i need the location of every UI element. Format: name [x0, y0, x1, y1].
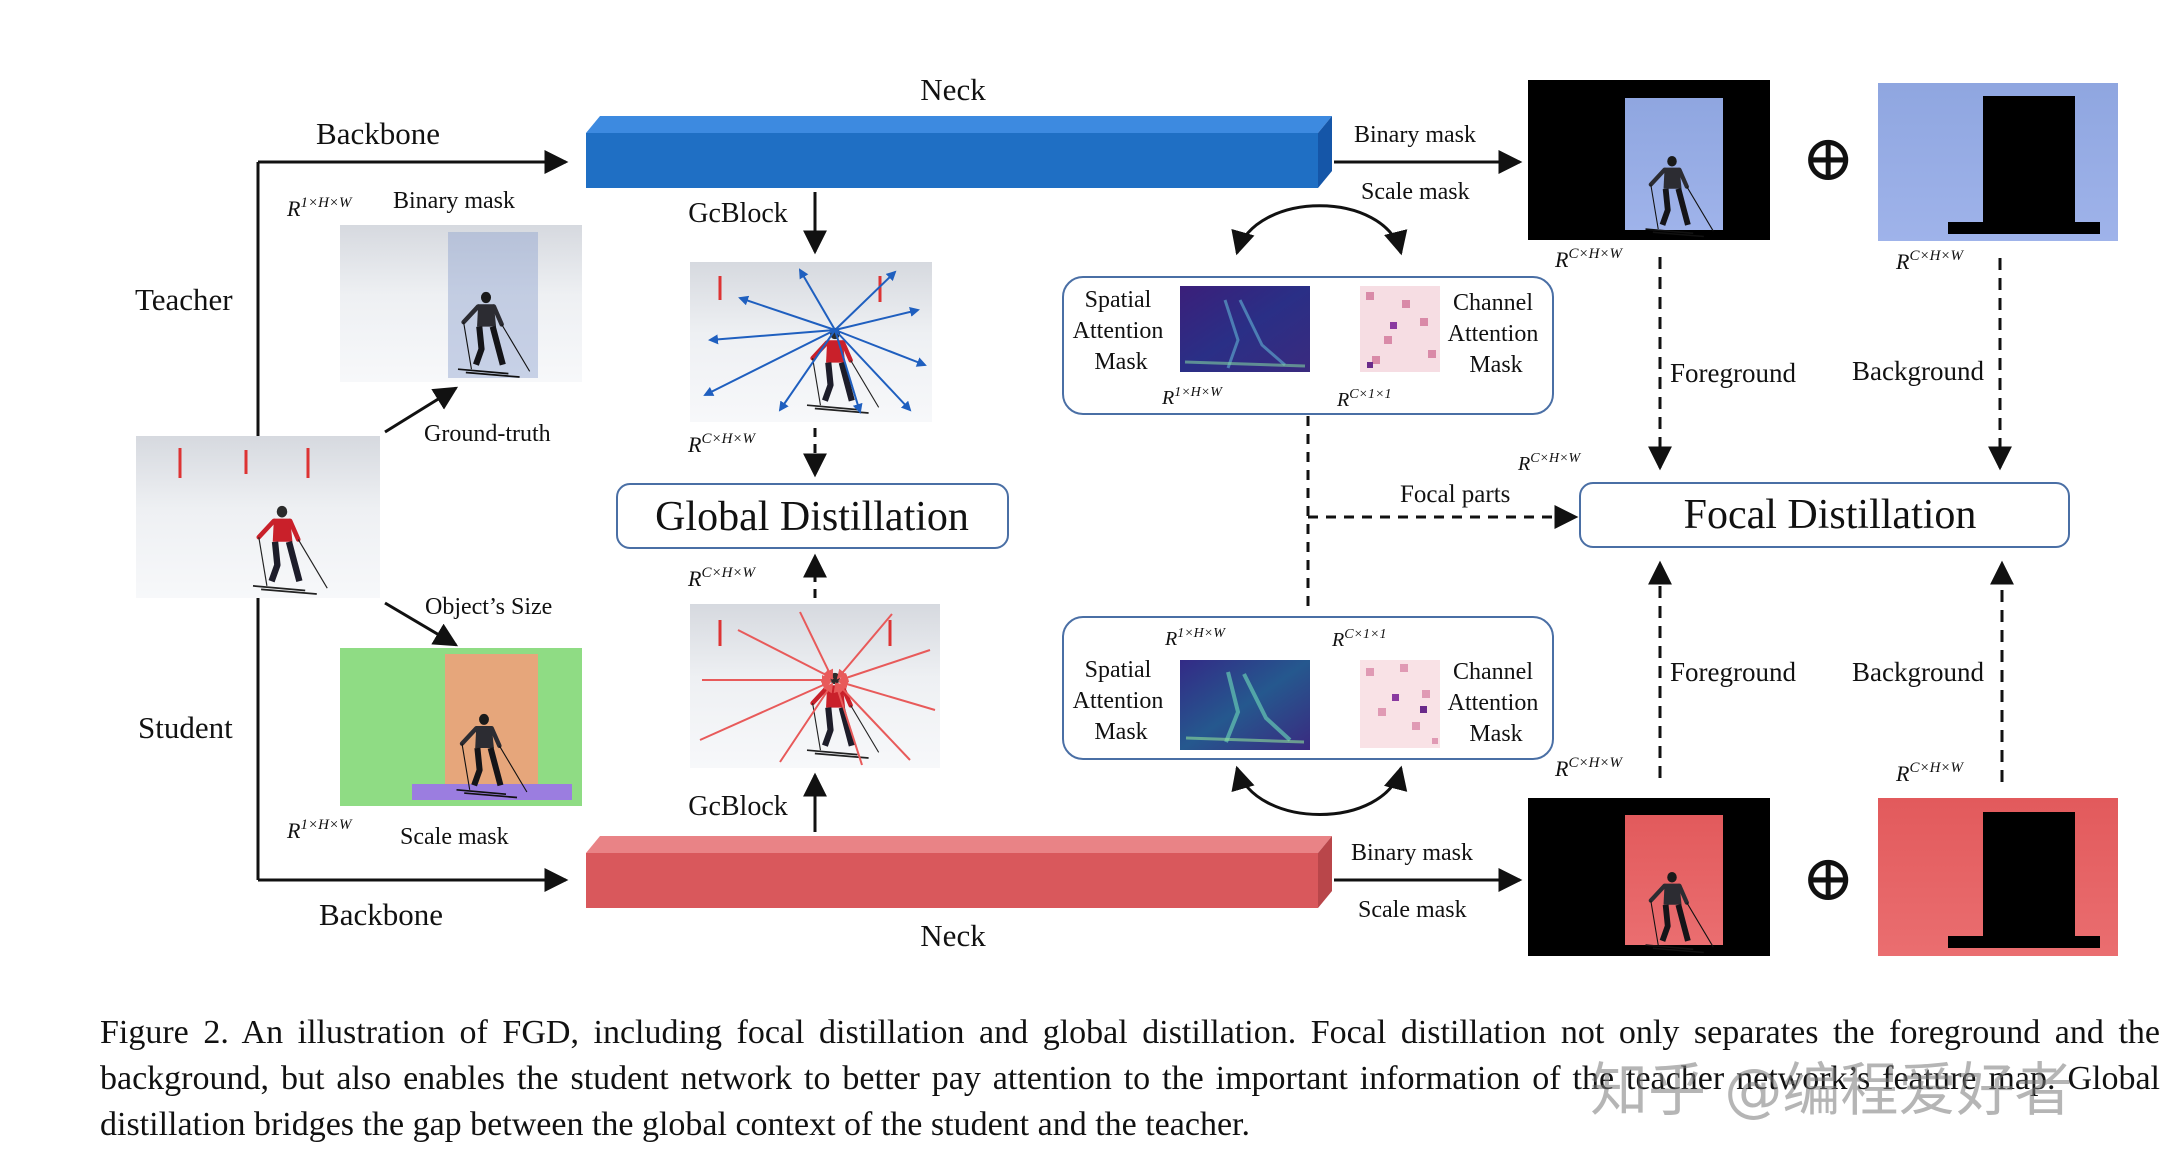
- curved-arrow-top: [1231, 204, 1408, 256]
- r-chw-label-tf: RC×H×W: [1554, 246, 1624, 272]
- student-gcblock-image: [690, 604, 940, 768]
- spatial-attention-label-top: Spatial Attention Mask: [1073, 287, 1170, 375]
- r-c11-label-att-top: RC×1×1: [1336, 387, 1391, 411]
- spatial-attention-map-top: [1180, 286, 1310, 372]
- teacher-background-feature: [1878, 83, 2118, 241]
- objects-size-label: Object’s Size: [425, 594, 552, 620]
- r-chw-label-tb: RC×H×W: [1895, 248, 1965, 274]
- r-c11-label-att-bottom: RC×1×1: [1331, 627, 1386, 651]
- binary-mask-bottom-label: Binary mask: [1351, 840, 1473, 866]
- student-attention-panel: Spatial Attention Mask Channel Attention…: [1062, 616, 1554, 760]
- oplus-bottom: ⊕: [1801, 843, 1855, 914]
- binary-mask-left-label: Binary mask: [393, 188, 515, 214]
- binary-mask-top-label: Binary mask: [1354, 122, 1476, 148]
- scale-mask-left-label: Scale mask: [400, 824, 509, 850]
- teacher-gcblock-image: [690, 262, 932, 422]
- teacher-neck-bar: [586, 116, 1332, 188]
- r-1hw-label-att-top: R1×H×W: [1161, 385, 1223, 409]
- background-label-bottom: Background: [1852, 657, 1984, 687]
- spatial-attention-label-bottom: Spatial Attention Mask: [1073, 657, 1170, 745]
- global-distillation-box: Global Distillation: [616, 483, 1009, 549]
- student-label: Student: [138, 710, 233, 745]
- background-label-top: Background: [1852, 356, 1984, 386]
- teacher-label: Teacher: [135, 282, 233, 317]
- figure-caption: Figure 2. An illustration of FGD, includ…: [100, 1014, 2160, 1143]
- r-chw-label-sb: RC×H×W: [1895, 760, 1965, 786]
- neck-label-top: Neck: [920, 72, 986, 107]
- scale-mask-top-label: Scale mask: [1361, 179, 1470, 205]
- foreground-label-top: Foreground: [1670, 358, 1796, 388]
- focal-distillation-label: Focal Distillation: [1684, 492, 1977, 538]
- focal-parts-label: Focal parts: [1400, 481, 1510, 508]
- oplus-top: ⊕: [1801, 123, 1855, 194]
- teacher-foreground-feature: [1528, 80, 1770, 240]
- teacher-attention-panel: Spatial Attention Mask Channel Attention…: [1062, 276, 1554, 415]
- r-chw-label-focal: RC×H×W: [1517, 451, 1582, 475]
- r-chw-label-sf: RC×H×W: [1554, 755, 1624, 781]
- r-1hw-label-1: R1×H×W: [286, 195, 353, 221]
- neck-label-bottom: Neck: [920, 918, 986, 953]
- r-chw-label-gc-top: RC×H×W: [687, 431, 757, 457]
- student-neck-bar: [586, 836, 1332, 908]
- r-1hw-label-att-bottom: R1×H×W: [1164, 626, 1226, 650]
- foreground-label-bottom: Foreground: [1670, 657, 1796, 687]
- fgd-diagram: Backbone Backbone Teacher Student R1×H×W…: [135, 72, 2118, 956]
- student-background-feature: [1878, 798, 2118, 956]
- gcblock-label-bottom: GcBlock: [688, 791, 788, 822]
- channel-attention-label-bottom: Channel Attention Mask: [1448, 659, 1545, 747]
- input-image: [136, 436, 380, 598]
- student-foreground-feature: [1528, 798, 1770, 956]
- focal-distillation-box: Focal Distillation: [1579, 482, 2070, 548]
- binary-mask-image: [340, 225, 582, 382]
- focal-parts-connectors: [1306, 416, 1579, 612]
- foreground-background-connectors: [1648, 257, 2014, 782]
- curved-arrow-bottom: [1231, 765, 1408, 816]
- backbone-label-bottom: Backbone: [319, 897, 443, 932]
- scale-mask-bottom-label: Scale mask: [1358, 897, 1467, 923]
- ground-truth-label: Ground-truth: [424, 421, 551, 447]
- r-1hw-label-2: R1×H×W: [286, 817, 353, 843]
- backbone-label-top: Backbone: [316, 116, 440, 151]
- global-distillation-label: Global Distillation: [655, 494, 969, 540]
- scale-mask-image: [340, 648, 582, 806]
- channel-attention-label-top: Channel Attention Mask: [1448, 290, 1545, 378]
- backbone-connectors: [256, 150, 569, 892]
- gcblock-label-top: GcBlock: [688, 198, 788, 229]
- r-chw-label-gc-bottom: RC×H×W: [687, 565, 757, 591]
